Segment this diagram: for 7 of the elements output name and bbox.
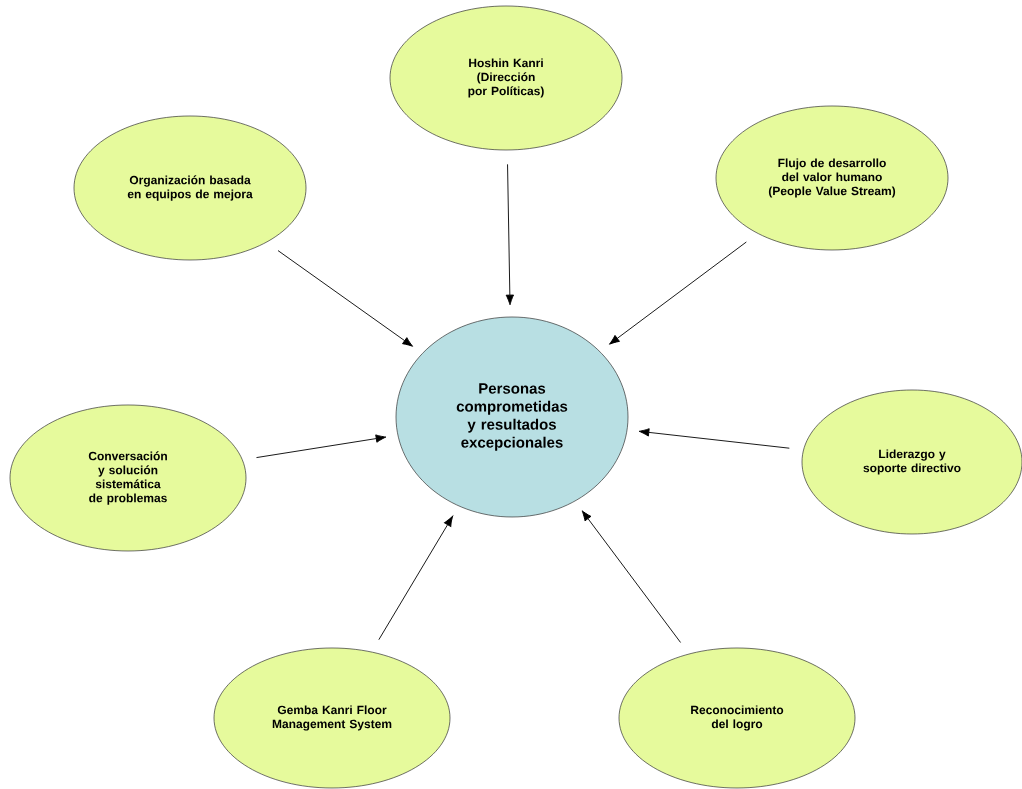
arrow — [638, 428, 790, 449]
arrow — [378, 515, 454, 641]
arrow — [505, 163, 515, 306]
arrow — [256, 434, 387, 459]
arrow — [609, 241, 747, 345]
arrow — [277, 250, 414, 347]
arrow — [581, 510, 682, 643]
